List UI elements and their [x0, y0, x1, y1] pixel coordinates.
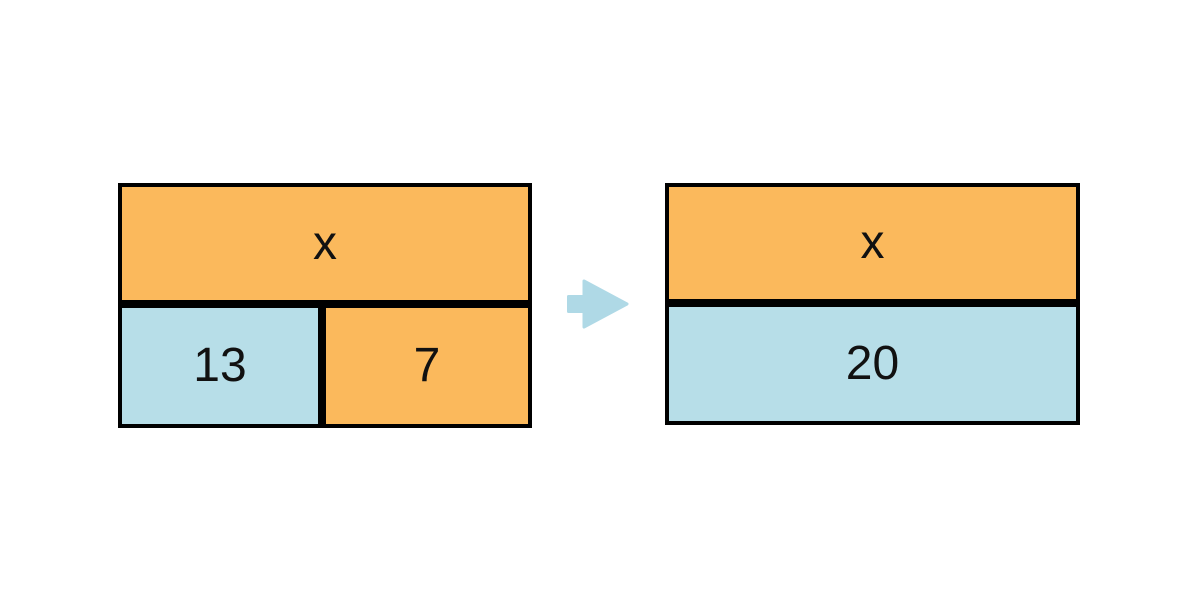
right-tape-diagram: x 20: [665, 183, 1080, 425]
left-diagram-x-bar: x: [118, 183, 532, 304]
left-diagram-7-cell: 7: [322, 304, 532, 428]
left-diagram-13-cell: 13: [118, 304, 322, 428]
right-diagram-x-bar: x: [665, 183, 1080, 303]
right-diagram-20-cell: 20: [665, 303, 1080, 425]
left-tape-diagram: x 13 7: [118, 183, 532, 428]
right-arrow-icon: [567, 279, 629, 329]
